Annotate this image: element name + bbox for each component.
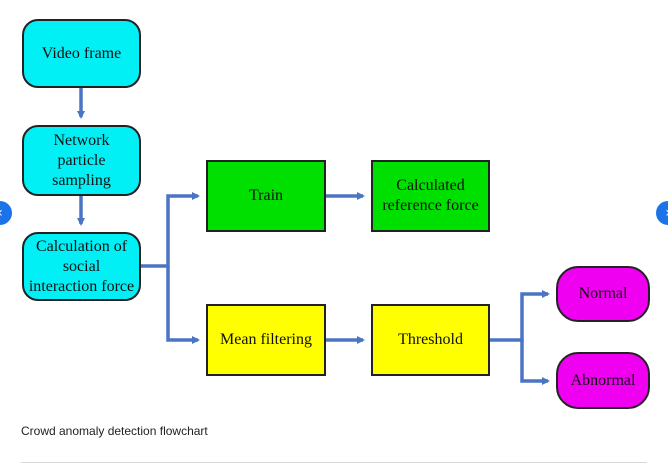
divider [21,462,647,463]
node-network-particle-sampling: Network particle sampling [22,125,141,196]
node-train: Train [206,160,326,232]
node-calculated-reference-force-label: Calculated reference force [382,177,479,214]
node-video-frame-label: Video frame [41,44,122,62]
chevron-left-icon: ‹ [0,206,3,220]
arrow-threshold-to-abnormal [520,340,550,385]
node-threshold-label: Threshold [398,331,463,348]
node-abnormal: Abnormal [556,352,650,409]
next-image-button[interactable]: › [656,201,668,225]
arrow-threshold-to-normal [490,290,550,342]
flowchart-connectors [77,88,550,385]
node-social-interaction-force-label: Calculation of social interaction force [28,237,135,295]
node-train-label: Train [248,187,284,204]
arrow-force-to-train [141,192,200,268]
node-normal-label: Normal [578,285,628,302]
previous-image-button[interactable]: ‹ [0,201,12,225]
node-calculated-reference-force: Calculated reference force [371,160,490,232]
node-video-frame: Video frame [22,19,141,88]
node-mean-filtering-label: Mean filtering [220,331,312,348]
chevron-right-icon: › [665,206,668,220]
node-normal: Normal [556,266,650,322]
arrow-force-to-mean-filtering [166,266,200,344]
node-social-interaction-force: Calculation of social interaction force [22,232,141,301]
node-mean-filtering: Mean filtering [206,304,326,376]
figure-caption: Crowd anomaly detection flowchart [21,424,208,438]
node-network-particle-sampling-label: Network particle sampling [52,131,111,189]
node-abnormal-label: Abnormal [570,371,636,389]
node-threshold: Threshold [371,304,490,376]
